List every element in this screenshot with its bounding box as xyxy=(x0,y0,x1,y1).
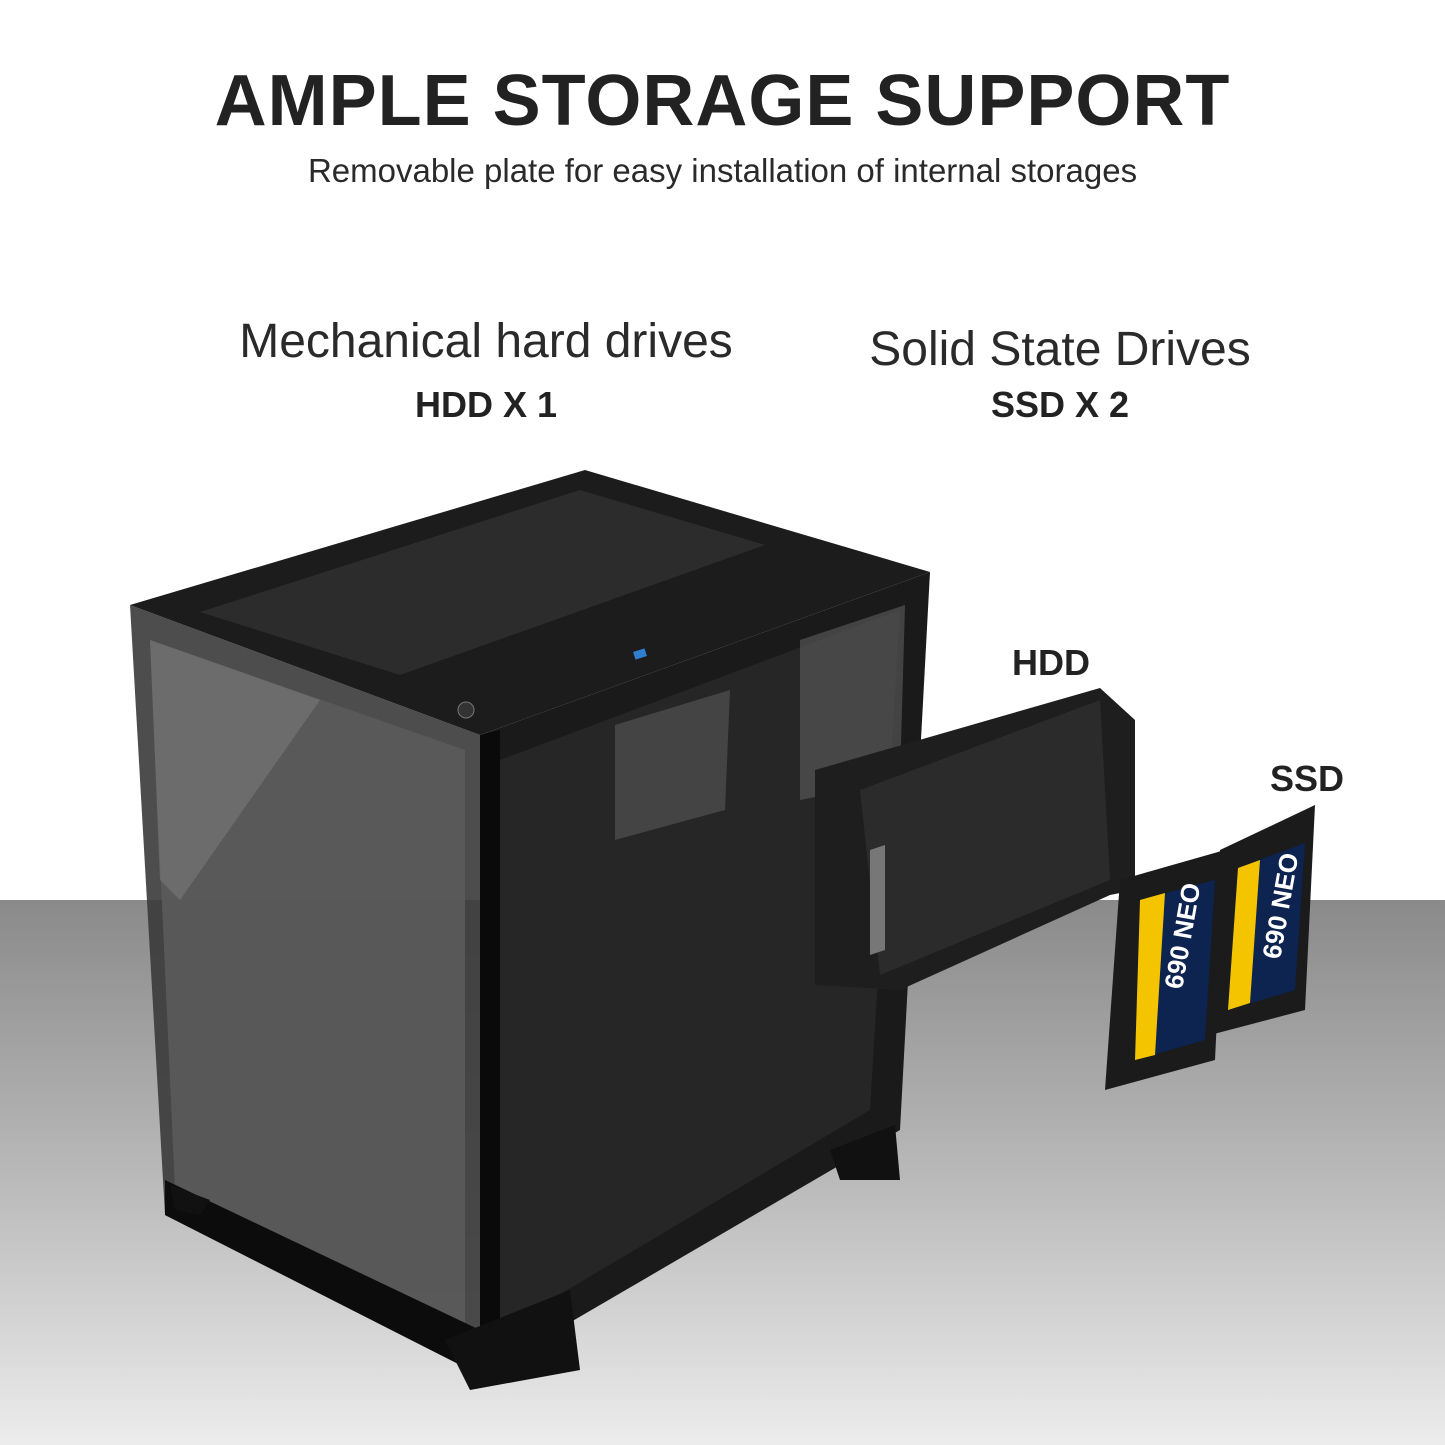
ssd-drive-2: 690 NEO xyxy=(1210,805,1315,1035)
ssd-feature-label: Solid State Drives xyxy=(869,323,1251,376)
page-subtitle: Removable plate for easy installation of… xyxy=(307,152,1138,189)
ssd-drive-1: 690 NEO xyxy=(1105,850,1225,1090)
ssd-callout: SSD xyxy=(1270,758,1345,799)
hdd-feature-count: HDD X 1 xyxy=(414,384,558,425)
pc-case xyxy=(130,470,930,1390)
hdd-bracket xyxy=(815,688,1135,990)
hdd-callout: HDD xyxy=(1012,642,1090,683)
ssd-feature-count: SSD X 2 xyxy=(990,384,1130,425)
hdd-feature-label: Mechanical hard drives xyxy=(239,315,733,368)
page-title: AMPLE STORAGE SUPPORT xyxy=(214,61,1231,141)
